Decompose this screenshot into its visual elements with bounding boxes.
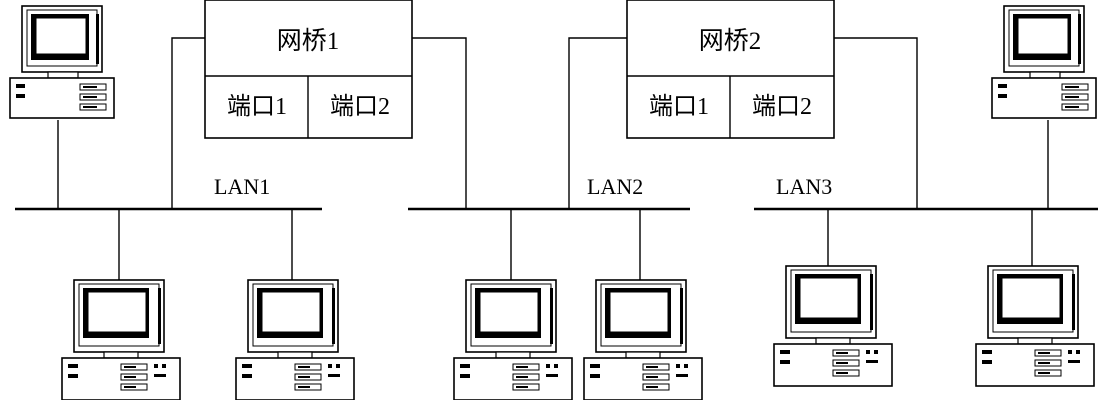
computer-icon [61,279,181,400]
bridge-2-name: 网桥2 [699,27,762,55]
bridge-2-port-2-label: 端口2 [752,93,812,120]
computer-icon [235,279,355,400]
drop-cables [57,120,1049,282]
bridge-1-name: 网桥1 [277,27,340,55]
bridge-1-link-lan1 [171,37,205,209]
lan2-label: LAN2 [587,174,643,199]
computer-icon [9,5,115,119]
bridge-1-port-1-label: 端口1 [227,93,287,120]
computer-icon [975,265,1095,387]
bridge-2-link-lan3 [834,37,918,209]
lan1-label: LAN1 [214,174,270,199]
bridge-2-port-1-label: 端口1 [649,93,709,120]
computer-icon [453,279,573,400]
bridge-1-link-lan2 [412,37,467,209]
bridge-1: 网桥1 端口1 端口2 [204,0,413,139]
bridge-2: 网桥2 端口1 端口2 [626,0,835,139]
bridge-1-port-2-label: 端口2 [330,93,390,120]
bridge-2-link-lan2 [568,37,627,209]
computer-icon [773,265,893,387]
computer-icon [583,279,703,400]
computer-icon [991,5,1097,119]
lan3-label: LAN3 [776,174,832,199]
